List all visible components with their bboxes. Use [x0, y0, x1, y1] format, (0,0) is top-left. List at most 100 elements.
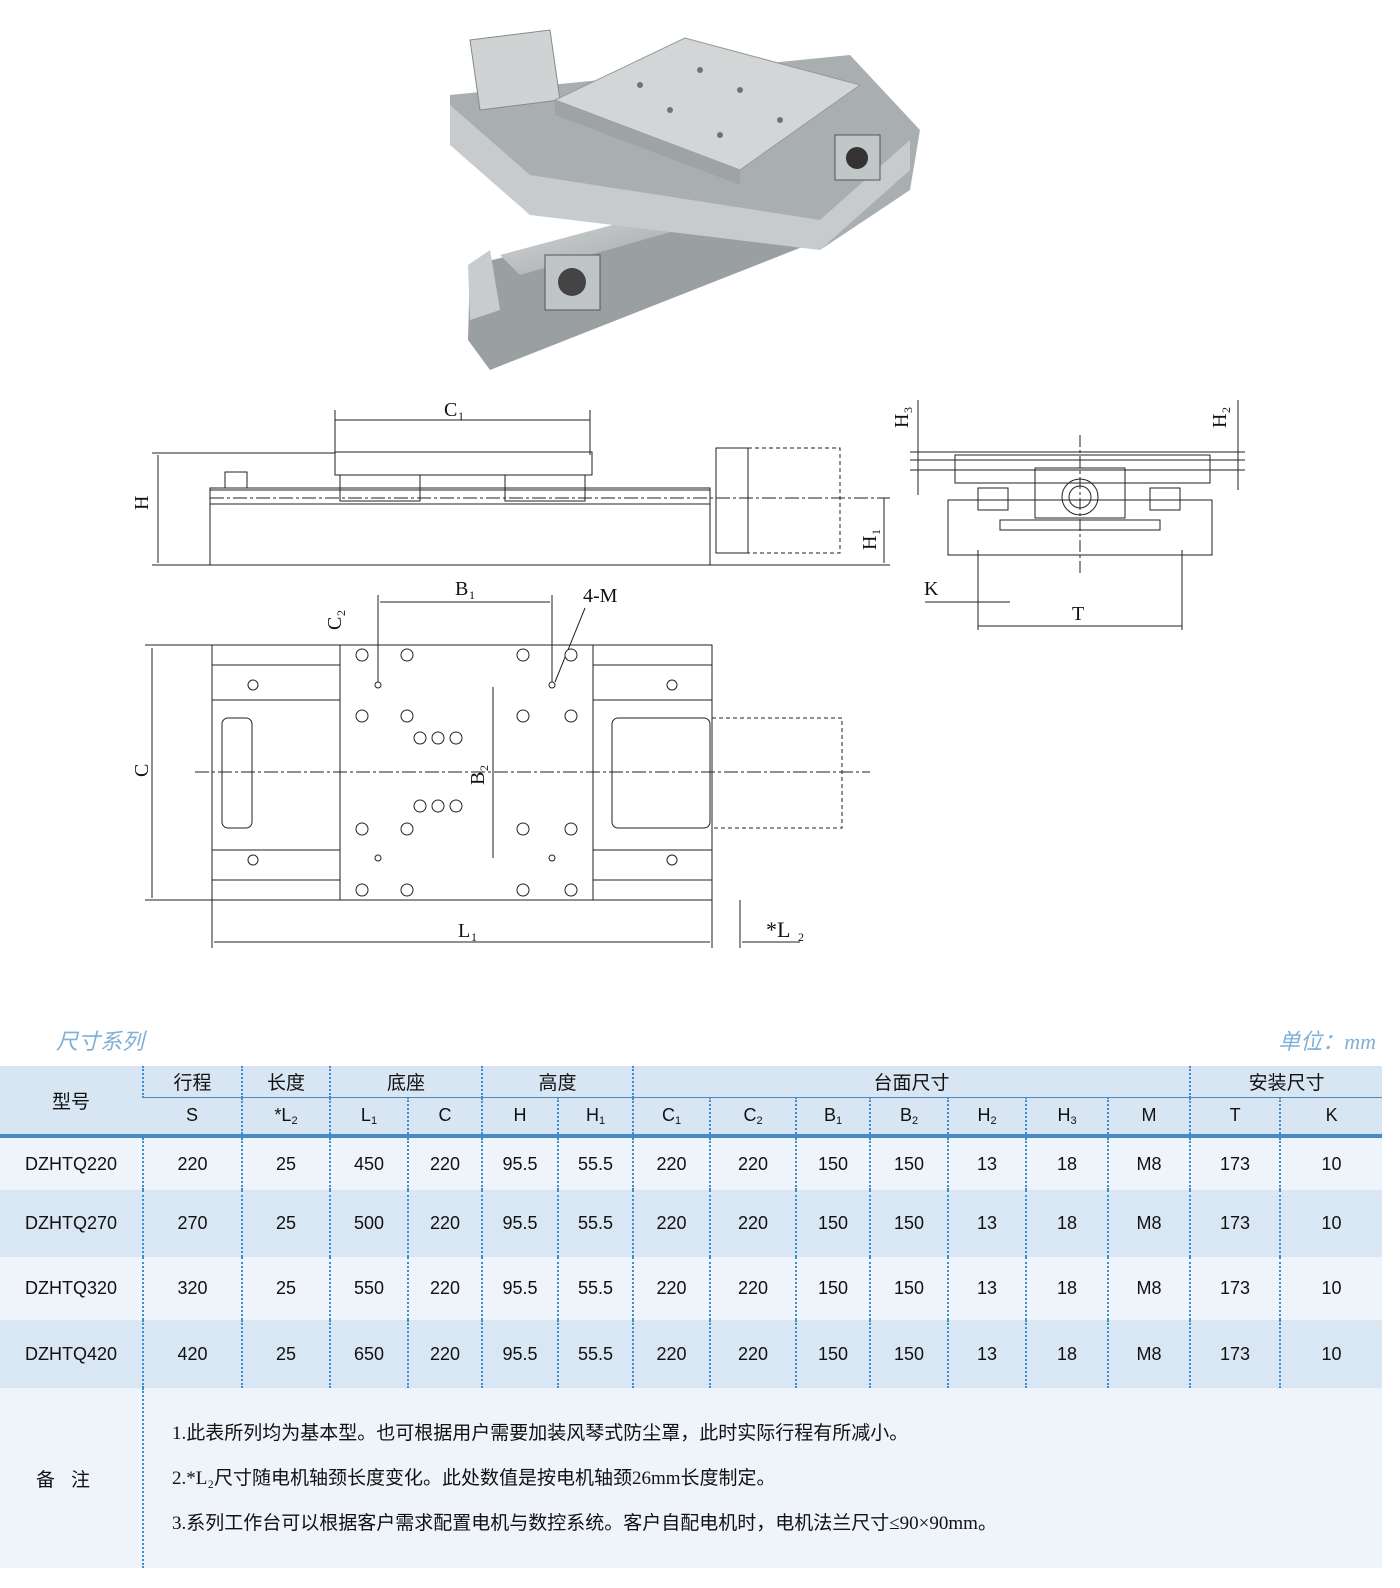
value-cell: 25 [241, 1136, 330, 1190]
notes-body: 1.此表所列均为基本型。也可根据用户需要加装风琴式防尘罩，此时实际行程有所减小。… [141, 1388, 1383, 1568]
label-t: T [1072, 603, 1084, 625]
column-symbol: C [743, 1105, 757, 1125]
value-cell: 173 [1189, 1136, 1281, 1190]
value-cell: 55.5 [557, 1320, 634, 1388]
value-cell: 55.5 [557, 1136, 634, 1190]
value-cell: 173 [1189, 1257, 1281, 1320]
note-1: 1.此表所列均为基本型。也可根据用户需要加装风琴式防尘罩，此时实际行程有所减小。 [172, 1422, 909, 1444]
label-4-m: 4-M [583, 585, 618, 607]
value-cell: 220 [406, 1257, 483, 1320]
column-symbol: B [823, 1105, 836, 1125]
column-subscript: 2 [990, 1115, 997, 1127]
column-subscript: 3 [1070, 1115, 1077, 1127]
column-header: C2 [709, 1097, 797, 1138]
value-cell: 220 [632, 1257, 711, 1320]
value-cell: 25 [241, 1320, 330, 1388]
value-cell: 270 [142, 1190, 242, 1257]
value-cell: 450 [329, 1136, 408, 1190]
value-cell: M8 [1107, 1257, 1191, 1320]
label-h3: H3 [891, 407, 915, 428]
column-header: H2 [947, 1097, 1027, 1138]
group-header: 高度 [481, 1066, 634, 1098]
column-header: *L2 [241, 1097, 330, 1138]
model-cell: DZHTQ320 [0, 1257, 143, 1320]
value-cell: M8 [1107, 1320, 1191, 1388]
note-2: 2.*L₂尺寸随电机轴颈长度变化。此处数值是按电机轴颈26mm长度制定。 [172, 1467, 776, 1489]
value-cell: 10 [1279, 1190, 1383, 1257]
value-cell: 25 [241, 1190, 330, 1257]
svg-text:B: B [467, 772, 489, 785]
column-subscript: 1 [598, 1115, 606, 1127]
value-cell: 173 [1189, 1320, 1281, 1388]
column-header: H1 [557, 1097, 634, 1138]
svg-text:H: H [891, 414, 913, 428]
column-header: L1 [329, 1097, 408, 1138]
column-symbol: M [1141, 1105, 1157, 1125]
column-subscript: 1 [370, 1115, 378, 1127]
value-cell: 13 [947, 1257, 1027, 1320]
column-symbol: C [661, 1105, 675, 1125]
value-cell: 220 [632, 1320, 711, 1388]
value-cell: 95.5 [481, 1190, 559, 1257]
group-header: 长度 [241, 1066, 330, 1098]
value-cell: 10 [1279, 1136, 1383, 1190]
column-symbol: H [1057, 1105, 1071, 1125]
value-cell: 150 [869, 1320, 949, 1388]
column-subscript: 1 [835, 1115, 843, 1127]
value-cell: 13 [947, 1320, 1027, 1388]
value-cell: 150 [869, 1257, 949, 1320]
value-cell: 18 [1025, 1136, 1109, 1190]
value-cell: M8 [1107, 1136, 1191, 1190]
value-cell: 55.5 [557, 1190, 634, 1257]
column-symbol: T [1229, 1105, 1241, 1125]
column-header: C [406, 1097, 483, 1138]
column-header: B2 [869, 1097, 949, 1138]
label-k: K [924, 578, 939, 600]
value-cell: 220 [709, 1257, 797, 1320]
value-cell: 150 [795, 1257, 871, 1320]
value-cell: 10 [1279, 1257, 1383, 1320]
column-subscript: 2 [911, 1115, 919, 1127]
value-cell: 220 [632, 1136, 711, 1190]
value-cell: 13 [947, 1190, 1027, 1257]
value-cell: 220 [709, 1136, 797, 1190]
svg-text:H: H [1209, 414, 1231, 428]
product-photo [450, 29, 920, 370]
label-c2: C2 [324, 610, 348, 630]
model-cell: DZHTQ220 [0, 1136, 143, 1190]
column-subscript: 2 [756, 1115, 763, 1127]
column-header: M [1107, 1097, 1191, 1138]
note-3: 3.系列工作台可以根据客户需求配置电机与数控系统。客户自配电机时，电机法兰尺寸≤… [172, 1512, 997, 1534]
svg-text:2: 2 [334, 610, 348, 616]
value-cell: 150 [795, 1190, 871, 1257]
value-cell: 18 [1025, 1190, 1109, 1257]
model-header: 型号 [0, 1066, 143, 1138]
column-header: K [1279, 1097, 1383, 1138]
label-h: H [131, 496, 153, 510]
column-symbol: K [1325, 1105, 1338, 1125]
column-symbol: *L [274, 1105, 292, 1125]
value-cell: 420 [142, 1320, 242, 1388]
column-header: S [143, 1097, 242, 1138]
value-cell: 13 [947, 1136, 1027, 1190]
model-cell: DZHTQ420 [0, 1320, 143, 1388]
notes-row: 备注 1.此表所列均为基本型。也可根据用户需要加装风琴式防尘罩，此时实际行程有所… [0, 1388, 1383, 1568]
value-cell: M8 [1107, 1190, 1191, 1257]
column-symbol: H [977, 1105, 991, 1125]
end-view: T K H3 H2 [891, 400, 1245, 630]
model-cell: DZHTQ270 [0, 1190, 143, 1257]
column-header: H [481, 1097, 559, 1138]
svg-text:L: L [458, 920, 470, 942]
svg-text:2: 2 [1219, 407, 1233, 413]
value-cell: 220 [406, 1320, 483, 1388]
value-cell: 220 [142, 1136, 242, 1190]
notes-label: 备注 [0, 1388, 143, 1568]
svg-text:B: B [455, 578, 468, 600]
value-cell: 650 [329, 1320, 408, 1388]
